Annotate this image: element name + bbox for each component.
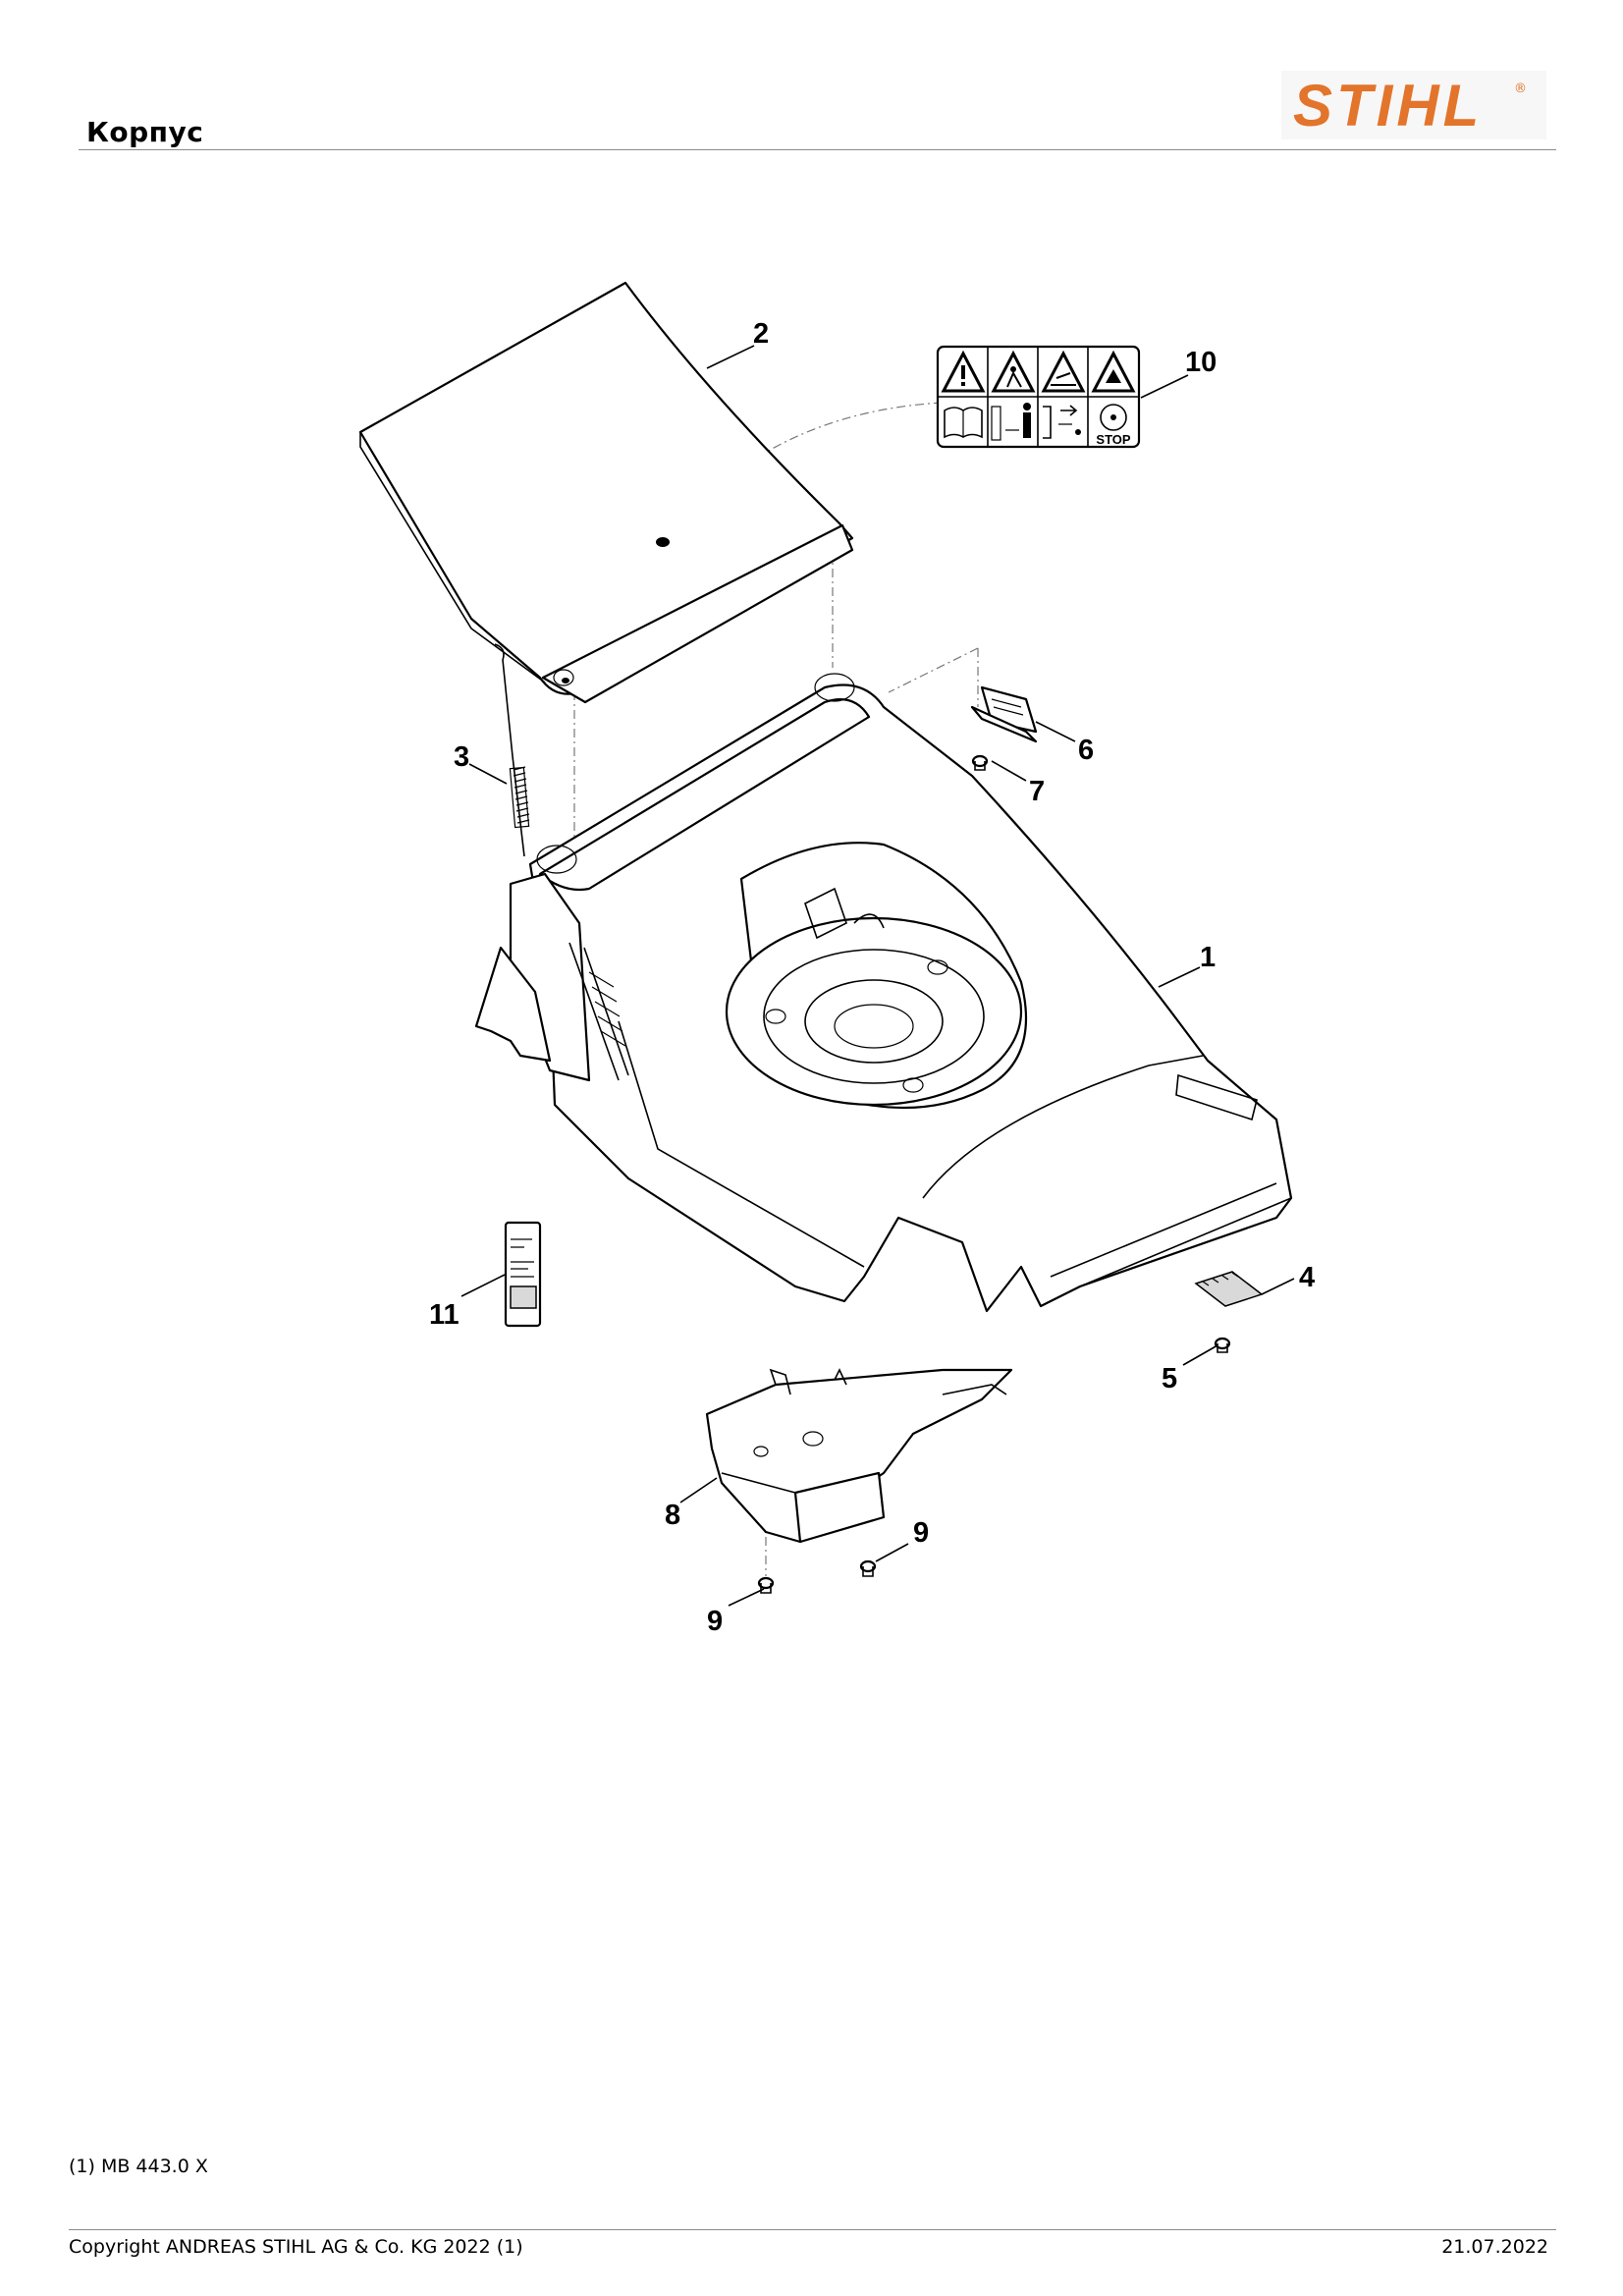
document-date: 21.07.2022 [1441,2236,1548,2258]
callout-9-lower: 9 [707,1606,723,1637]
leader-lines [460,345,1295,1607]
callout-3: 3 [454,741,469,773]
callout-8: 8 [665,1500,680,1531]
brand-wordmark: STIHL [1293,73,1483,138]
stop-blade-icon: STOP [1096,404,1131,447]
registered-mark: ® [1514,82,1527,96]
footer-divider [69,2229,1556,2230]
stihl-logo: STIHL ® [1281,71,1546,139]
part-3-spring [494,643,530,857]
warning-icon [941,350,986,393]
callout-10: 10 [1185,347,1217,378]
disconnect-icon [1043,405,1081,439]
copyright-text: Copyright ANDREAS STIHL AG & Co. KG 2022… [69,2236,523,2258]
part-4-comb-strip [1194,1271,1264,1307]
part-5-screw [1214,1337,1231,1353]
part-6-bracket [970,685,1038,743]
part-2-cover [358,281,854,704]
keep-distance-icon [991,403,1031,441]
callout-11: 11 [429,1299,460,1331]
callout-9-upper: 9 [913,1517,929,1549]
rotating-blade-icon [1091,350,1136,393]
callout-labels: 2 10 3 6 7 1 4 5 11 8 9 9 [429,318,1315,1637]
part-1-housing [474,673,1293,1313]
callout-5: 5 [1162,1363,1177,1394]
page-title: Корпус [86,116,204,148]
thrown-object-icon [991,350,1036,393]
part-8-mulch-insert [705,1368,1013,1544]
callout-1: 1 [1200,942,1216,973]
manual-book-icon [944,407,983,439]
header-divider [79,149,1556,150]
callout-6: 6 [1078,735,1094,766]
part-9-screws [757,1559,877,1594]
part-10-warning-decal: STOP [936,345,1141,449]
part-11-label [504,1221,542,1328]
callout-2: 2 [753,318,769,350]
blade-hazard-icon [1041,350,1086,393]
callout-7: 7 [1029,776,1045,807]
label-position-marker [656,537,670,547]
stop-text: STOP [1096,432,1130,447]
callout-4: 4 [1299,1262,1315,1293]
model-footnote: (1) MB 443.0 X [69,2156,208,2177]
part-7-screw [971,754,989,771]
